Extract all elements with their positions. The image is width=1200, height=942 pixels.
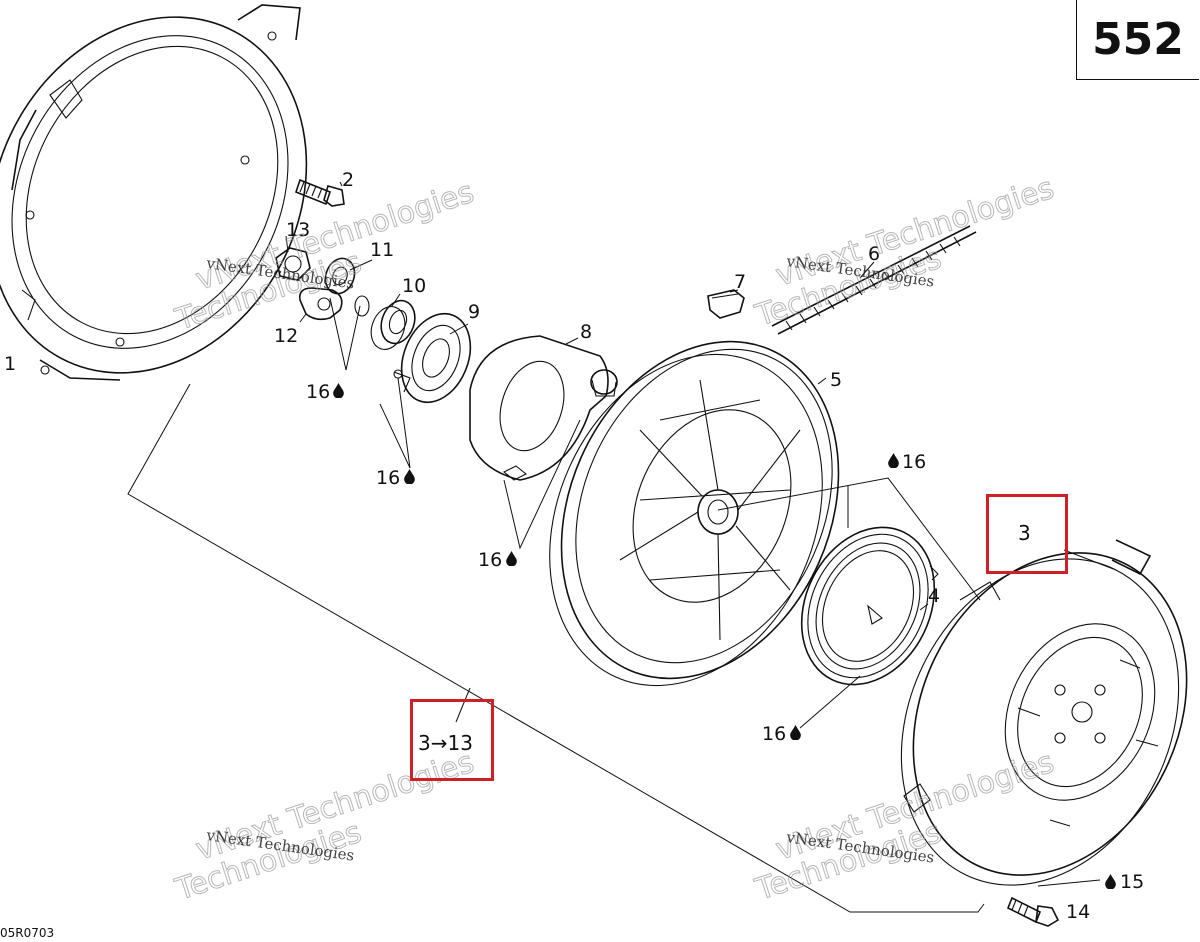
callout-4: 4: [928, 585, 940, 607]
highlight-box-part-3: [986, 494, 1068, 574]
watermark-bottom-right: vNext Technologies Technologies vNext Te…: [750, 744, 1058, 908]
callout-8: 8: [580, 321, 592, 343]
oil-drop-icon: [888, 453, 899, 468]
callout-6: 6: [868, 243, 880, 265]
part-1-housing: [0, 4, 308, 381]
oil-drop-icon: [790, 725, 801, 740]
part-7-pawl: [707, 289, 745, 319]
callout-16-d: 16: [902, 451, 926, 473]
callout-16-c: 16: [478, 549, 502, 571]
oil-drop-icon: [404, 469, 415, 484]
part-5-pulley: [549, 340, 840, 687]
callout-3: 3: [1018, 521, 1031, 545]
reference-code: 05R0703: [0, 926, 55, 940]
callout-13: 13: [286, 219, 310, 241]
callout-11: 11: [370, 239, 394, 261]
callout-5: 5: [830, 369, 842, 391]
part-10-bushing: [370, 299, 416, 350]
oil-drop-icon: [506, 551, 517, 566]
small-washer: [354, 295, 370, 317]
callout-9: 9: [468, 301, 480, 323]
callout-16-a: 16: [306, 381, 330, 403]
part-9-spring: [393, 312, 472, 404]
callout-14: 14: [1066, 901, 1090, 923]
callouts: 1 2 4 5 6 7 8 9 10 11 12 13 14 15 16 16 …: [4, 169, 1144, 923]
page-number: 552: [1076, 0, 1199, 80]
part-4-recoil-spring: [800, 526, 939, 686]
callout-range: 3→13: [418, 731, 473, 755]
oil-drop-icon: [1105, 874, 1116, 889]
part-13-nut: [275, 247, 311, 281]
callout-7: 7: [734, 271, 746, 293]
callout-2: 2: [342, 169, 354, 191]
part-6-rope: [771, 225, 977, 335]
part-14-bolt: [1006, 896, 1060, 927]
part-8-pawl-plate: [469, 335, 618, 481]
watermark-top-right: vNext Technologies Technologies vNext Te…: [750, 170, 1058, 334]
part-11-washer: [324, 257, 356, 295]
callout-10: 10: [402, 275, 426, 297]
callout-12: 12: [274, 325, 298, 347]
highlight-box-range: [410, 699, 494, 781]
part-3-starter-housing: [900, 539, 1188, 886]
callout-15: 15: [1120, 871, 1144, 893]
part-2-bolt: [295, 178, 345, 207]
oil-drop-icon: [333, 383, 344, 398]
callout-16-b: 16: [376, 467, 400, 489]
leader-lines: [127, 235, 1117, 913]
part-12-plate: [298, 287, 343, 321]
callout-1: 1: [4, 353, 16, 375]
callout-16-e: 16: [762, 723, 786, 745]
